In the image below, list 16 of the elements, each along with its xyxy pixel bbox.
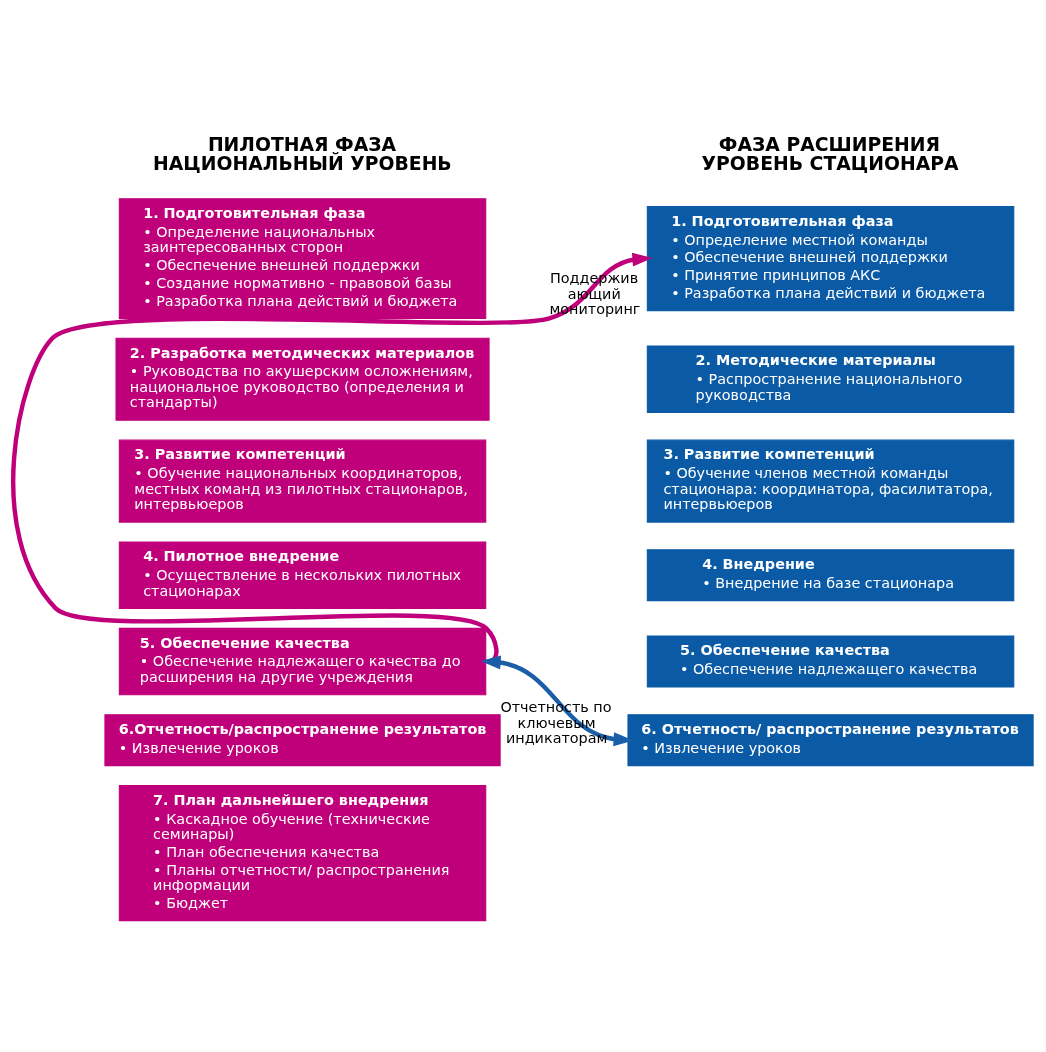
label: ПИЛОТНАЯ ФАЗА НАЦИОНАЛЬНЫЙ УРОВЕНЬ: [153, 133, 452, 174]
node-box: 5. Обеспечение качества • Обеспечение надлежащего качества: [646, 635, 1015, 688]
label: ФАЗА РАСШИРЕНИЯ УРОВЕНЬ СТАЦИОНАРА: [701, 133, 959, 174]
node-box: 3. Развитие компетенций • Обучение национальных координаторов, местных команд из пилотных стационаров, интервьюеров: [118, 439, 487, 523]
node-box: 4. Внедрение • Внедрение на базе стационара: [646, 548, 1015, 601]
node-box: 3. Развитие компетенций • Обучение членов местной команды стационара: координатора, фасилитатора, интервьюеров: [646, 439, 1015, 523]
node-box: 7. План дальнейшего внедрения • Каскадное обучение (технические семинары) • План обеспечения качества • Планы отчетности/ распространения информации • Бюджет: [118, 784, 487, 921]
node-box: 4. Пилотное внедрение • Осуществление в нескольких пилотных стационарах: [118, 540, 487, 609]
node-box: 2. Методические материалы • Распространение национального руководства: [646, 345, 1015, 413]
node-box: 1. Подготовительная фаза • Определение национальных заинтересованных сторон • Обеспечение внешней поддержки • Создание нормативно - правовой базы • Разработка плана действий и бюджета: [118, 197, 487, 319]
node-box: 6. Отчетность/ распространение результатов • Извлечение уроков: [627, 713, 1034, 766]
arrow: [480, 654, 634, 746]
node-box: 6.Отчетность/распространение результатов • Извлечение уроков: [104, 713, 501, 766]
node-box: 2. Разработка методических материалов • Руководства по акушерским осложнениям, национальное руководство (определения и стандарты): [115, 337, 490, 421]
node-box: 1. Подготовительная фаза • Определение местной команды • Обеспечение внешней поддержки • Принятие принципов АКС • Разработка плана действий и бюджета: [646, 205, 1015, 311]
node-box: 5. Обеспечение качества • Обеспечение надлежащего качества до расширения на другие учреждения: [118, 627, 487, 695]
